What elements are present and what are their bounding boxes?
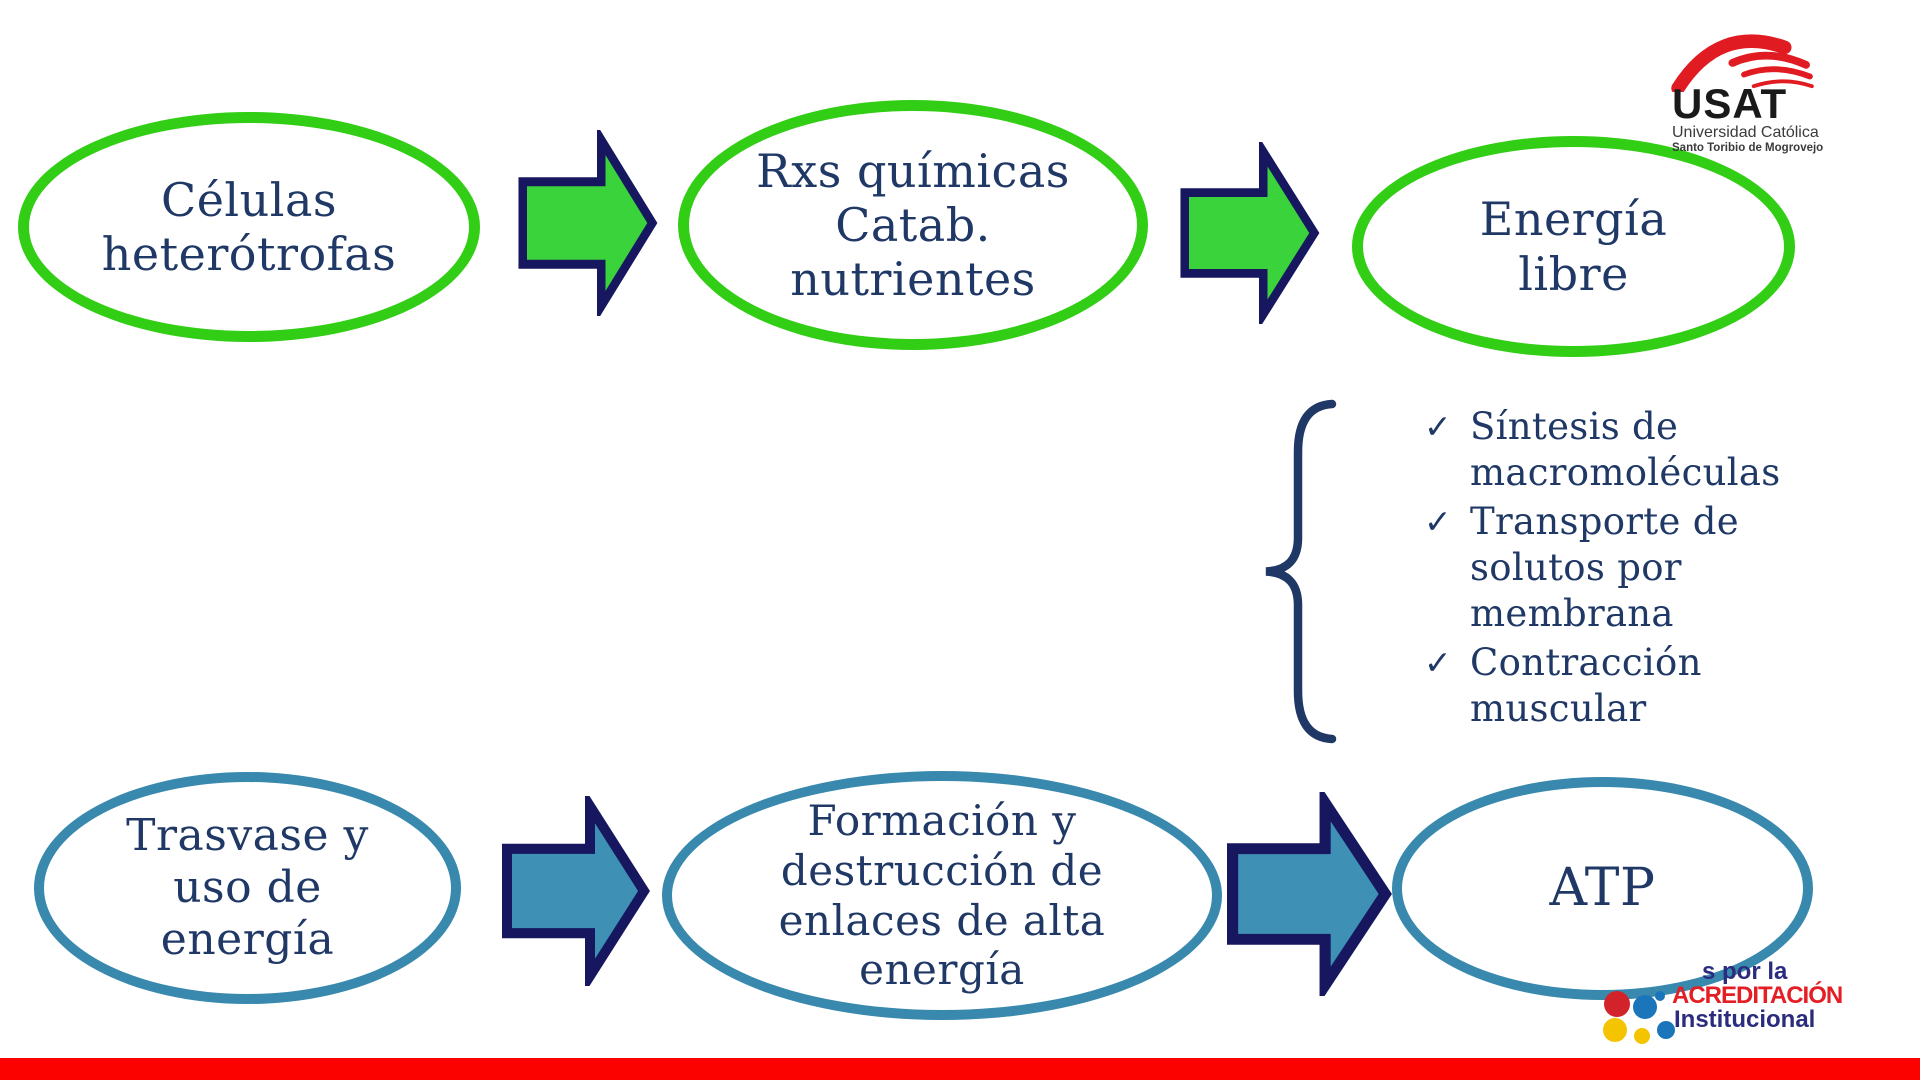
right-arrow-icon [518,130,658,316]
node-label: ATP [1549,857,1656,918]
footer-red-bar [0,1058,1920,1080]
right-arrow-icon [1227,792,1392,996]
list-item: ✓ Contracción muscular [1424,640,1834,732]
blue-dot [1633,995,1657,1019]
node-energia-libre: Energía libre [1352,136,1795,357]
usat-logo: USAT Universidad Católica Santo Toribio … [1668,26,1828,162]
usat-acronym: USAT [1672,80,1788,127]
free-energy-uses-list: ✓ Síntesis de macromoléculas ✓ Transport… [1424,404,1834,735]
accreditation-dots-icon [1603,991,1675,1044]
checkmark-icon: ✓ [1424,643,1452,682]
node-label: Rxs químicas Catab. nutrientes [756,143,1070,307]
swoosh-arc [1671,34,1792,92]
usat-university-subname: Santo Toribio de Mogrovejo [1672,142,1824,154]
node-trasvase-energia: Trasvase y uso de energía [34,772,461,1004]
node-atp: ATP [1392,777,1813,1000]
accreditation-line3: Institucional [1674,1006,1816,1033]
list-item-text: Síntesis de macromoléculas [1470,405,1781,494]
checkmark-icon: ✓ [1424,407,1452,446]
swoosh-arc [1751,79,1814,89]
accreditation-line2: ACREDITACIÓN [1672,982,1843,1009]
blue-dot [1657,1021,1675,1039]
node-enlaces-alta-energia: Formación y destrucción de enlaces de al… [662,771,1222,1020]
node-celulas-heterotrofas: Células heterótrofas [18,112,480,342]
list-item-text: Contracción muscular [1470,641,1702,730]
node-label: Células heterótrofas [101,172,397,281]
yellow-dot [1634,1028,1650,1044]
list-item: ✓ Síntesis de macromoléculas [1424,404,1834,496]
list-item: ✓ Transporte de solutos por membrana [1424,499,1834,637]
checkmark-icon: ✓ [1424,502,1452,541]
blue-dot [1655,991,1665,1001]
usat-university-name: Universidad Católica [1672,124,1819,141]
right-arrow-icon [1180,142,1320,324]
accreditation-line1: s por la [1702,958,1788,985]
flow-arrow-teal-1 [502,796,650,986]
red-dot [1604,991,1630,1017]
node-label: Energía libre [1479,192,1668,301]
list-item-text: Transporte de solutos por membrana [1470,500,1739,635]
swoosh-arc [1728,51,1810,69]
left-curly-brace-icon [1265,399,1337,744]
flow-arrow-green-2 [1180,142,1320,324]
accreditation-text: s por la ACREDITACIÓN Institucional [1672,958,1843,1033]
node-rxs-quimicas: Rxs químicas Catab. nutrientes [678,100,1148,350]
yellow-dot [1603,1018,1627,1042]
usat-swoosh-icon [1671,34,1814,92]
node-label: Formación y destrucción de enlaces de al… [778,796,1106,995]
right-arrow-icon [502,796,650,986]
node-label: Trasvase y uso de energía [126,810,369,965]
brace-path [1265,399,1337,744]
swoosh-arc [1741,66,1813,80]
flow-arrow-green-1 [518,130,658,316]
accreditation-logo: s por la ACREDITACIÓN Institucional [1598,956,1843,1052]
flow-arrow-teal-2 [1227,792,1392,996]
